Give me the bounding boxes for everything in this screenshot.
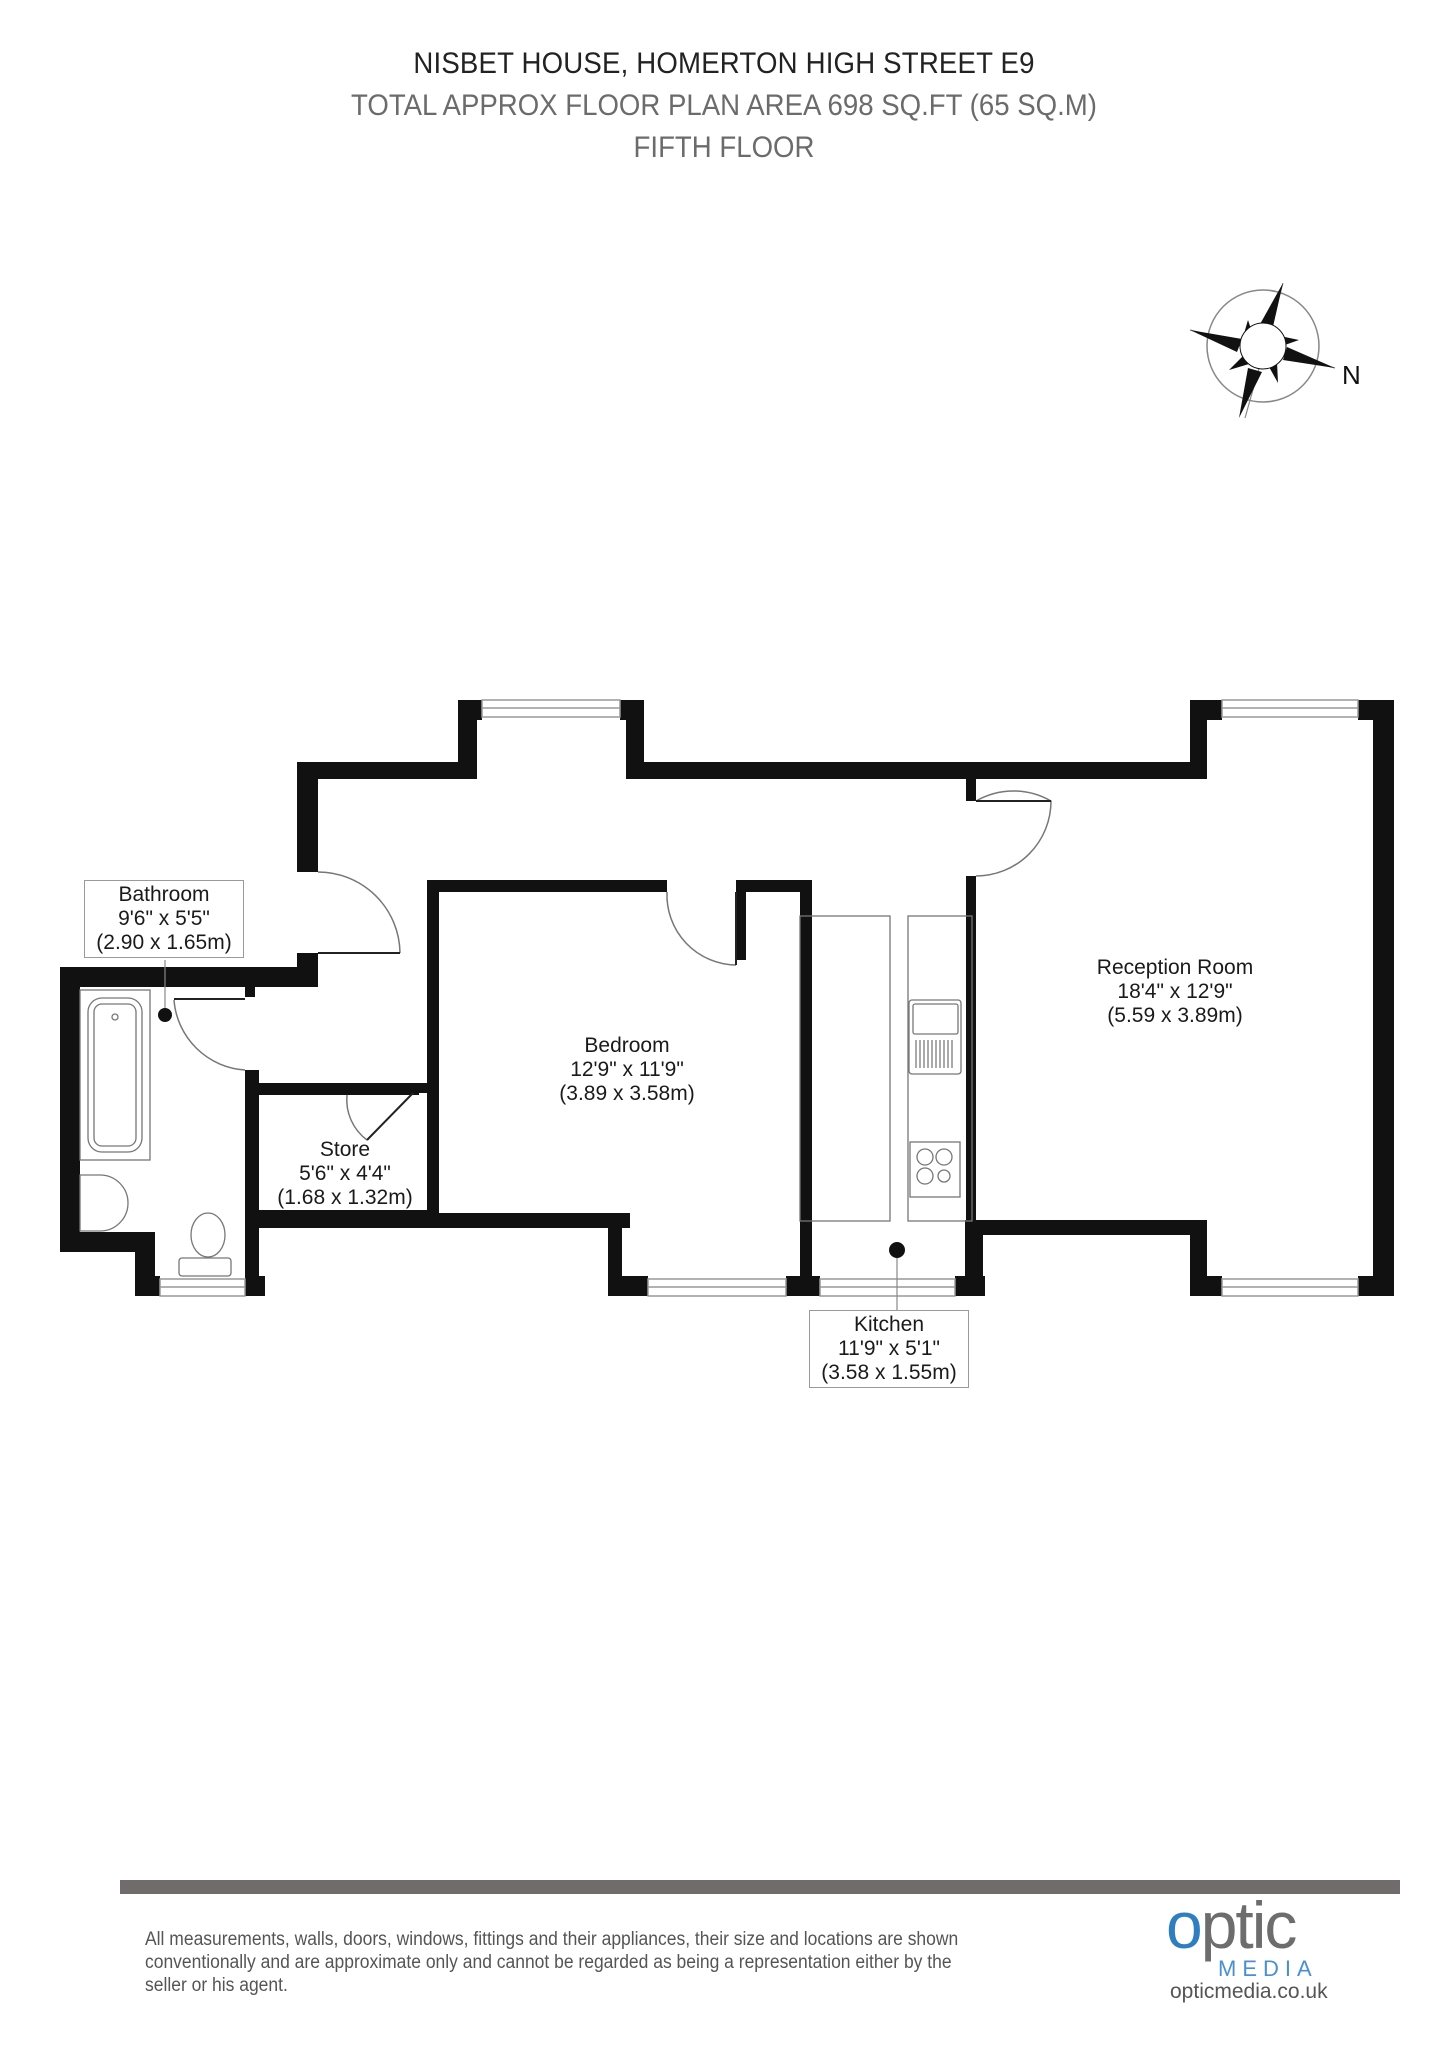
north-label: N bbox=[1342, 360, 1361, 390]
room-name: Reception Room bbox=[1096, 956, 1254, 979]
property-title: NISBET HOUSE, HOMERTON HIGH STREET E9 bbox=[413, 47, 1035, 80]
room-name: Kitchen bbox=[853, 1313, 925, 1336]
room-metric: (2.90 x 1.65m) bbox=[96, 931, 232, 954]
room-name: Bathroom bbox=[118, 883, 210, 906]
optic-media-logo: optic MEDIA opticmedia.co.uk bbox=[1160, 1888, 1380, 2003]
logo-wordmark: optic bbox=[1166, 1888, 1297, 1962]
compass-rose-icon bbox=[1189, 282, 1336, 419]
footer-divider bbox=[120, 1880, 1400, 1894]
room-metric: (5.59 x 3.89m) bbox=[1107, 1004, 1243, 1027]
room-label-bathroom: Bathroom 9'6" x 5'5" (2.90 x 1.65m) bbox=[84, 880, 244, 958]
room-imperial: 5'6" x 4'4" bbox=[299, 1162, 391, 1185]
room-label-kitchen: Kitchen 11'9" x 5'1" (3.58 x 1.55m) bbox=[809, 1310, 969, 1388]
room-imperial: 18'4" x 12'9" bbox=[1117, 980, 1233, 1003]
room-label-reception: Reception Room 18'4" x 12'9" (5.59 x 3.8… bbox=[1065, 956, 1285, 1028]
floor-level: FIFTH FLOOR bbox=[633, 131, 815, 164]
room-label-bedroom: Bedroom 12'9" x 11'9" (3.89 x 3.58m) bbox=[527, 1034, 727, 1106]
room-label-store: Store 5'6" x 4'4" (1.68 x 1.32m) bbox=[255, 1138, 435, 1210]
disclaimer-text: All measurements, walls, doors, windows,… bbox=[145, 1929, 959, 1996]
logo-url: opticmedia.co.uk bbox=[1170, 1980, 1328, 2003]
room-imperial: 12'9" x 11'9" bbox=[570, 1058, 684, 1081]
doors bbox=[173, 790, 1052, 1141]
room-metric: (1.68 x 1.32m) bbox=[277, 1186, 413, 1209]
room-imperial: 11'9" x 5'1" bbox=[838, 1337, 940, 1360]
header: NISBET HOUSE, HOMERTON HIGH STREET E9 TO… bbox=[0, 44, 1448, 168]
room-metric: (3.58 x 1.55m) bbox=[821, 1361, 957, 1384]
room-metric: (3.89 x 3.58m) bbox=[559, 1082, 695, 1105]
fixtures bbox=[79, 915, 973, 1277]
windows bbox=[159, 699, 1359, 1297]
room-name: Bedroom bbox=[584, 1034, 670, 1057]
room-name: Store bbox=[319, 1138, 371, 1161]
floor-area: TOTAL APPROX FLOOR PLAN AREA 698 SQ.FT (… bbox=[351, 89, 1097, 122]
logo-media-text: MEDIA bbox=[1218, 1956, 1318, 1981]
room-imperial: 9'6" x 5'5" bbox=[118, 907, 210, 930]
walls bbox=[60, 700, 1394, 1296]
